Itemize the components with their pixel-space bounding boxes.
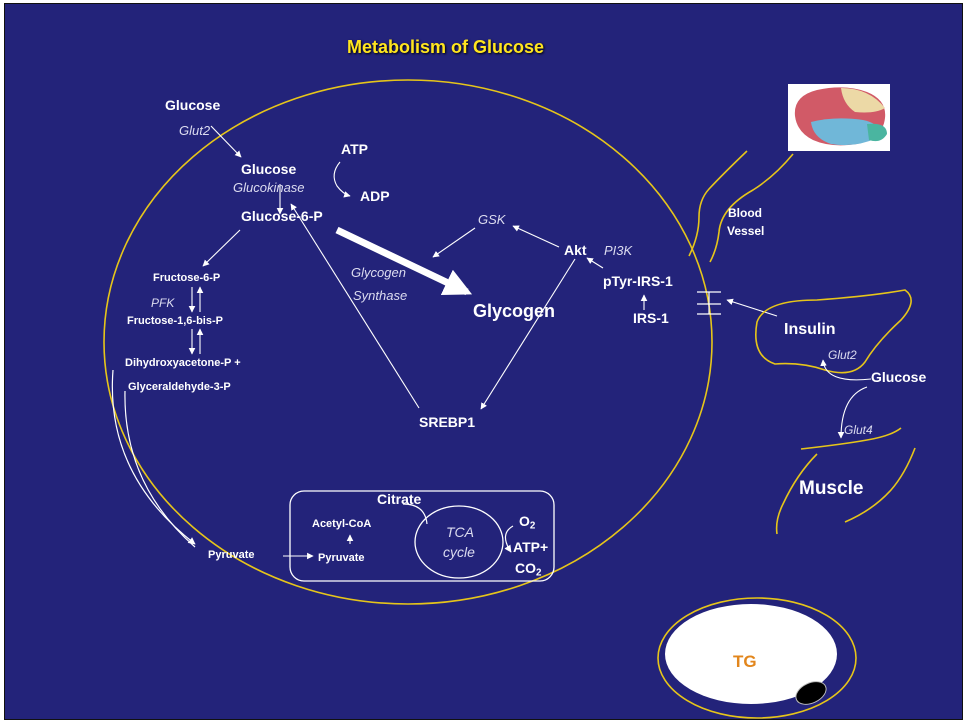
glyceraldehyde-3-p-label: Glyceraldehyde-3-P xyxy=(128,381,231,393)
adipocyte-nucleus xyxy=(795,681,827,705)
o2-subscript: 2 xyxy=(529,520,536,532)
co2-text: CO xyxy=(515,560,536,576)
arrow-g6p-f6p xyxy=(202,229,241,267)
dihydroxyacetone-p-label: Dihydroxyacetone-P + xyxy=(125,357,241,369)
gsk-label: GSK xyxy=(478,212,506,227)
blood-vessel-wall-right xyxy=(709,153,794,263)
pi3k-label: PI3K xyxy=(604,243,633,258)
arrow-atp-adp xyxy=(333,161,351,198)
liver-cell-membrane xyxy=(103,79,713,605)
vessel-label: Vessel xyxy=(727,224,765,238)
page-title: Metabolism of Glucose xyxy=(347,37,545,57)
muscle-right-curve xyxy=(844,447,916,523)
arrow-glucose-pancreas xyxy=(820,359,872,381)
tca-cycle-circle xyxy=(414,505,504,579)
glucose-blood-label: Glucose xyxy=(165,97,221,113)
fructose-bisphosphate-label: Fructose-1,6-bis-P xyxy=(127,315,223,327)
atp-product-label: ATP+ xyxy=(513,539,549,555)
irs1-label: IRS-1 xyxy=(633,310,669,326)
insulin-receptor-icon xyxy=(697,291,721,315)
glucose-6-p-label: Glucose-6-P xyxy=(241,208,323,224)
o2-text: O xyxy=(519,513,530,529)
fructose-6-p-label: Fructose-6-P xyxy=(153,272,221,284)
glut2-pancreas-label: Glut2 xyxy=(828,348,857,362)
arrow-akt-gsk xyxy=(512,225,560,248)
pyruvate-cytosol-label: Pyruvate xyxy=(208,549,255,561)
blood-vessel-wall-left xyxy=(688,150,748,257)
glut2-liver-label: Glut2 xyxy=(179,123,211,138)
pfk-label: PFK xyxy=(151,296,175,310)
pyruvate-mito-label: Pyruvate xyxy=(318,552,365,564)
glycogen-synthase-label-2: Synthase xyxy=(353,288,408,303)
o2-curve xyxy=(504,525,514,553)
muscle-label: Muscle xyxy=(799,478,864,499)
pathway-diagram xyxy=(103,79,916,719)
glucose-pancreas-label: Glucose xyxy=(871,369,927,385)
akt-label: Akt xyxy=(564,242,587,258)
atp-label: ATP xyxy=(341,141,368,157)
adp-label: ADP xyxy=(360,188,390,204)
fat-droplet xyxy=(665,604,837,704)
tca-label: TCA xyxy=(446,524,474,540)
arrow-srebp1-g6p xyxy=(290,203,420,409)
triglyceride-label: TG xyxy=(733,652,757,671)
glut4-label: Glut4 xyxy=(844,423,873,437)
adipocyte-outline xyxy=(657,597,857,719)
mitochondrion-box xyxy=(289,490,555,582)
tca-cycle-label: cycle xyxy=(443,544,475,560)
acetyl-coa-label: Acetyl-CoA xyxy=(312,518,372,530)
arrow-insulin-receptor xyxy=(726,298,778,317)
brain-image xyxy=(788,84,890,151)
pancreas-outline xyxy=(755,289,912,374)
srebp1-label: SREBP1 xyxy=(419,414,476,430)
arrow-glucose-in xyxy=(210,125,242,158)
glucokinase-label: Glucokinase xyxy=(233,180,305,195)
glycogen-label: Glycogen xyxy=(473,301,556,321)
citrate-label: Citrate xyxy=(377,491,422,507)
blood-label: Blood xyxy=(728,206,762,220)
muscle-left-curve xyxy=(775,453,818,535)
co2-label: CO2 xyxy=(515,560,542,579)
arrow-g3p-pyruvate xyxy=(124,390,196,548)
arrow-akt-srebp1 xyxy=(480,258,576,410)
citrate-curve xyxy=(402,503,428,525)
glucose-cell-label: Glucose xyxy=(241,161,297,177)
arrow-gsk-synthase xyxy=(432,227,476,258)
arrow-irs-akt xyxy=(586,257,604,269)
arrow-glucose-muscle xyxy=(837,386,868,439)
ptyr-irs1-label: pTyr-IRS-1 xyxy=(603,273,673,289)
glycogen-synthase-label-1: Glycogen xyxy=(351,265,406,280)
muscle-upper-curve xyxy=(800,427,902,450)
arrow-g6p-glycogen xyxy=(335,226,473,296)
o2-label: O2 xyxy=(519,513,536,532)
co2-subscript: 2 xyxy=(536,567,542,579)
diagram-slide: Metabolism of Glucose Glucose Glut2 Gluc… xyxy=(4,3,963,720)
insulin-label: Insulin xyxy=(784,321,836,338)
